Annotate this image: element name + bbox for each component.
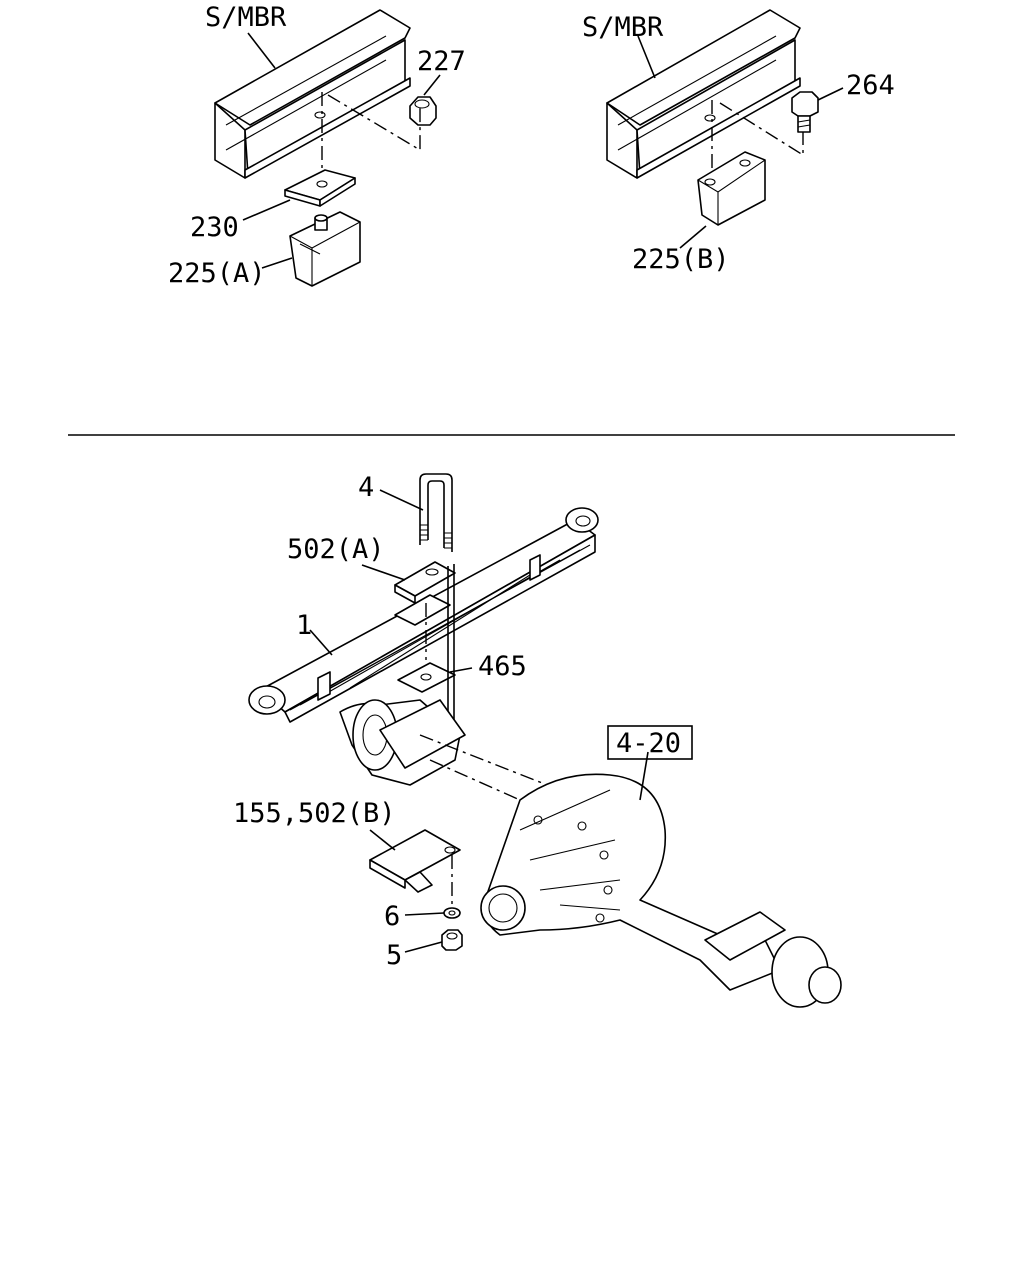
label-225a: 225(A) [168, 258, 266, 289]
label-502a: 502(A) [287, 534, 385, 565]
rear-axle-housing [339, 699, 842, 1008]
spring-seat-155-502b [369, 829, 461, 893]
label-230: 230 [190, 212, 239, 243]
shim-230 [284, 169, 356, 207]
label-227: 227 [417, 46, 466, 77]
nut-5 [441, 929, 463, 951]
label-1: 1 [296, 610, 312, 641]
washer-6 [443, 907, 461, 919]
label-465: 465 [478, 651, 527, 682]
frame-member-left [214, 9, 411, 179]
plate-465 [397, 662, 456, 693]
label-smbr-right: S/MBR [582, 12, 664, 43]
label-smbr-left: S/MBR [205, 2, 287, 33]
label-225b: 225(B) [632, 244, 730, 275]
bumper-225a [289, 211, 361, 287]
label-264: 264 [846, 70, 895, 101]
bolt-264 [791, 91, 819, 133]
label-4: 4 [358, 472, 374, 503]
frame-member-right [606, 9, 801, 179]
u-bolt-4 [419, 473, 453, 552]
bumper-225b [697, 151, 766, 226]
label-5: 5 [386, 940, 402, 971]
label-6: 6 [384, 901, 400, 932]
ref-box-4-20 [607, 725, 693, 760]
label-155-502b: 155,502(B) [233, 798, 396, 829]
nut-227 [409, 96, 437, 126]
label-4-20: 4-20 [616, 728, 681, 759]
leaf-spring-1 [248, 507, 599, 723]
